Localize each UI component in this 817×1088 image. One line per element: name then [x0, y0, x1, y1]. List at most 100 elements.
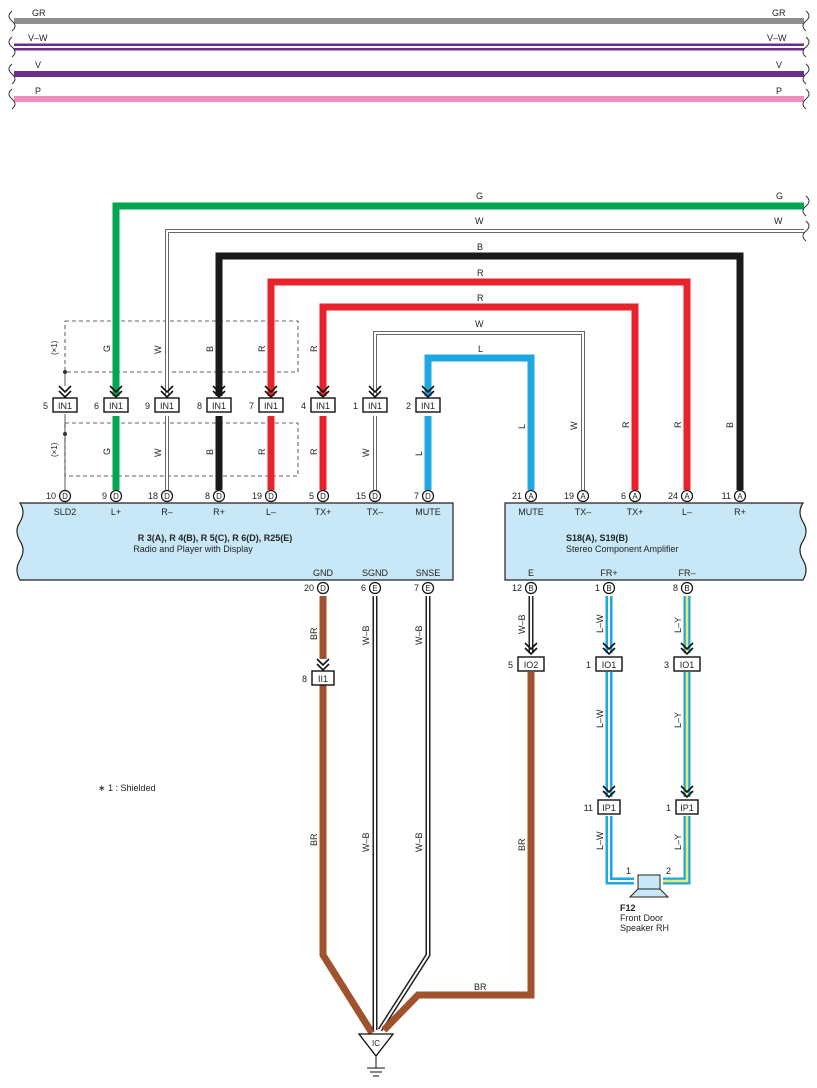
shield-boxes: (×1) (×1): [50, 320, 299, 490]
connector-id: IN1: [109, 401, 123, 411]
wire-g: G G G G: [102, 191, 810, 490]
wire-label: W–B: [414, 625, 424, 645]
wire-break-left: [8, 10, 16, 32]
pin-number: 10: [46, 491, 56, 501]
pin-number: 15: [356, 491, 366, 501]
svg-text:B: B: [606, 584, 611, 593]
wire-label: R: [309, 448, 319, 455]
wire-label: L–W: [595, 831, 605, 850]
pin-number: 18: [148, 491, 158, 501]
speaker-code: F12: [620, 903, 636, 913]
radio-module-title: R 3(A), R 4(B), R 5(C), R 6(D), R25(E): [138, 533, 293, 543]
wire-r-1: R R R R: [257, 268, 691, 490]
lower-connectors: II1 8 IO2 5 IO1 1 IO1 3 IP1 11: [302, 642, 701, 815]
wire-label: W: [569, 421, 579, 430]
radio-bottom-pin: E 7 SNSE: [414, 568, 441, 595]
pin-number: 5: [309, 491, 314, 501]
amp-module-subtitle: Stereo Component Amplifier: [566, 544, 679, 554]
radio-bottom-pin: E 6 SGND: [361, 568, 388, 595]
wire-label: G: [476, 191, 483, 201]
connector-id: IN1: [212, 401, 226, 411]
speaker-icon: [628, 874, 670, 898]
ground-ic: IC: [357, 1033, 395, 1077]
connector-id: IP1: [602, 803, 616, 813]
pin-number: 12: [512, 583, 522, 593]
wire-label: L–Y: [673, 617, 683, 633]
pin-name: R+: [734, 507, 746, 517]
radio-pin: D 18 R–: [148, 489, 174, 517]
top-bus-wire-gr: GR GR: [8, 8, 810, 32]
footnote-shielded: ∗ 1 : Shielded: [98, 783, 156, 793]
wire-label: R: [257, 448, 267, 455]
pin-name: GND: [313, 568, 334, 578]
svg-text:D: D: [372, 492, 378, 501]
wire-break-right: [802, 220, 810, 242]
connector-id: IO1: [602, 660, 617, 670]
wire-label: L–Y: [673, 834, 683, 850]
wire-label: P: [776, 86, 782, 96]
connector-io1-a: IO1 1: [586, 642, 623, 672]
svg-text:A: A: [580, 492, 586, 501]
connector-io1-b: IO1 3: [664, 642, 701, 672]
wire-break-right: [802, 10, 810, 32]
top-bus-wire-v: V V: [8, 60, 810, 85]
in1-connector: IN1 6: [94, 385, 129, 413]
connector-pin: 9: [145, 401, 150, 411]
svg-text:E: E: [425, 584, 430, 593]
pin-number: 9: [102, 491, 107, 501]
in1-connector: IN1 1: [353, 385, 388, 413]
pin-number: 24: [668, 491, 678, 501]
wire-label: L: [478, 344, 483, 354]
amp-pin: A 24 L–: [668, 489, 694, 517]
wire-label: W: [153, 345, 163, 354]
top-bus-wire-p: P P: [8, 86, 810, 110]
svg-text:D: D: [268, 492, 274, 501]
wire-ly-fr-minus: L–Y L–Y L–Y: [663, 596, 691, 885]
connector-ip1-b: IP1 1: [666, 785, 699, 815]
pin-name: MUTE: [415, 507, 441, 517]
wire-label: V–W: [28, 33, 48, 43]
wire-label: R: [477, 293, 484, 303]
svg-text:D: D: [320, 584, 326, 593]
wire-label: W–B: [414, 832, 424, 852]
top-bus-wire-vw: V–W V–W: [8, 33, 810, 58]
svg-text:B: B: [528, 584, 533, 593]
wire-w-1: W W W W: [153, 216, 810, 490]
wire-break-right: [802, 63, 810, 85]
radio-pin: D 15 TX–: [356, 489, 383, 517]
wire-w-2: W W W: [361, 319, 585, 490]
svg-text:B: B: [684, 584, 689, 593]
wire-label: G: [776, 191, 783, 201]
speaker-name-line2: Speaker RH: [620, 923, 669, 933]
connector-id: IN1: [264, 401, 278, 411]
wire-label: BR: [309, 627, 319, 640]
shield-junction: [63, 432, 67, 436]
ground-label: IC: [372, 1039, 380, 1048]
wire-label: V: [35, 60, 41, 70]
amp-module-box: [504, 502, 807, 581]
wire-label: L–Y: [673, 712, 683, 728]
connector-id: IP1: [680, 803, 694, 813]
wire-label: G: [102, 448, 112, 455]
svg-text:D: D: [320, 492, 326, 501]
speaker-pin: 2: [666, 866, 671, 876]
pin-number: 6: [621, 491, 626, 501]
connector-pin: 2: [406, 401, 411, 411]
wire-r-2: R R R R: [309, 293, 639, 490]
svg-text:A: A: [737, 492, 743, 501]
radio-pin: D 7 MUTE: [414, 489, 441, 517]
wire-label: B: [477, 242, 483, 252]
pin-name: SNSE: [416, 568, 441, 578]
amp-pin: A 19 TX–: [564, 489, 591, 517]
wire-label: V–W: [767, 33, 787, 43]
wire-label: R: [257, 345, 267, 352]
pin-name: R+: [213, 507, 225, 517]
radio-pin: D 9 L+: [102, 489, 123, 517]
wire-label: B: [205, 346, 215, 352]
wire-label: G: [102, 345, 112, 352]
connector-pin: 4: [301, 401, 306, 411]
wire-label: W: [774, 216, 783, 226]
radio-pin: D 19 L–: [252, 489, 278, 517]
pin-name: R–: [161, 507, 173, 517]
connector-pin: 6: [94, 401, 99, 411]
